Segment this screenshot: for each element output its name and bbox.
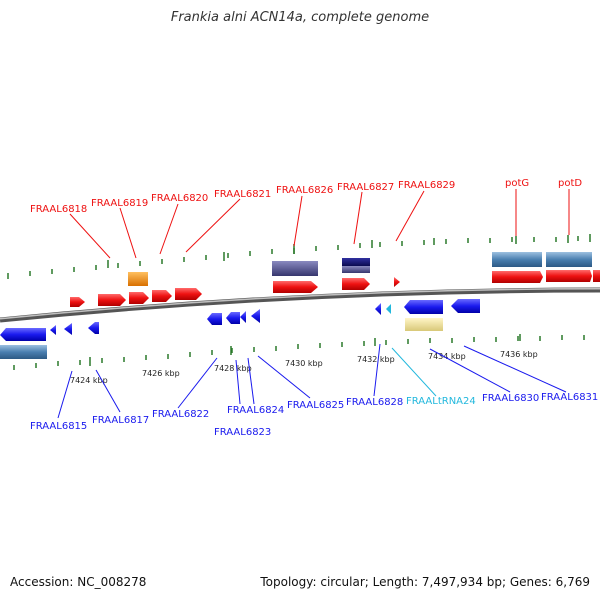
forward-genes [70, 270, 600, 307]
gene-arrow [546, 270, 592, 282]
gene-label[interactable]: FRAAL6829 [398, 180, 455, 191]
bottom-leader-lines [57, 343, 567, 419]
scale-label: 7432 kbp [357, 355, 395, 364]
gene-arrow [175, 288, 202, 300]
gene-label[interactable]: FRAAL6831 [541, 392, 598, 403]
gene-arrow [451, 299, 480, 313]
genome-backbone [0, 287, 600, 323]
feature-purple-small [342, 266, 370, 273]
topology-text: Topology: circular; Length: 7,497,934 bp… [260, 575, 590, 589]
reverse-genes [0, 299, 480, 341]
gene-label[interactable]: FRAAL6821 [214, 189, 271, 200]
scale-label: 7426 kbp [142, 369, 180, 378]
feature-navy [342, 258, 370, 266]
scale-label: 7424 kbp [70, 376, 108, 385]
gene-arrow [492, 271, 543, 283]
accession-text: Accession: NC_008278 [10, 575, 147, 589]
feature-steel [0, 345, 47, 359]
trna-leader-line [391, 347, 437, 397]
map-title: Frankia alni ACN14a, complete genome [170, 10, 430, 25]
feature-steel [546, 252, 592, 267]
gene-label[interactable]: FRAAL6820 [151, 193, 208, 204]
gene-arrow [98, 294, 126, 306]
gene-arrow [273, 281, 318, 293]
feature-purple [272, 261, 318, 276]
gene-arrow [152, 290, 172, 302]
trna-arrow [386, 304, 391, 314]
gene-label[interactable]: potG [505, 178, 529, 189]
feature-cream [405, 318, 443, 331]
scale-label: 7436 kbp [500, 350, 538, 359]
gene-arrow [0, 328, 46, 341]
gene-arrow [404, 300, 443, 314]
scale-label: 7428 kbp [214, 364, 252, 373]
gene-label[interactable]: FRAAL6817 [92, 415, 149, 426]
gene-label[interactable]: FRAAL6823 [214, 427, 271, 438]
gene-label[interactable]: FRAAL6828 [346, 397, 403, 408]
gene-arrow [50, 325, 56, 335]
gene-arrow [251, 309, 260, 323]
gene-label[interactable]: FRAAL6825 [287, 400, 344, 411]
gene-label[interactable]: FRAAL6830 [482, 393, 539, 404]
gene-label[interactable]: FRAAL6826 [276, 185, 333, 196]
gene-arrow [64, 323, 72, 335]
gene-label[interactable]: FRAAL6822 [152, 409, 209, 420]
gene-arrow [342, 278, 370, 290]
gene-label-trna[interactable]: FRAALtRNA24 [406, 396, 476, 407]
bottom-tick-track [13, 334, 585, 370]
gene-arrow [88, 322, 99, 334]
top-tick-track [7, 234, 591, 279]
scale-label: 7434 kbp [428, 352, 466, 361]
feature-steel [492, 252, 542, 267]
gene-arrow [129, 292, 149, 304]
feature-orange [128, 272, 148, 286]
gene-arrow [240, 311, 246, 323]
top-leader-lines [69, 189, 570, 259]
gene-arrow [207, 313, 222, 325]
gene-label[interactable]: FRAAL6818 [30, 204, 87, 215]
gene-label[interactable]: FRAAL6827 [337, 182, 394, 193]
gene-arrow [375, 303, 381, 315]
gene-arrow [593, 270, 600, 282]
gene-label[interactable]: FRAAL6824 [227, 405, 284, 416]
gene-arrow [394, 277, 400, 287]
gene-label[interactable]: potD [558, 178, 582, 189]
gene-arrow [226, 312, 240, 324]
gene-label[interactable]: FRAAL6819 [91, 198, 148, 209]
gene-label[interactable]: FRAAL6815 [30, 421, 87, 432]
scale-label: 7430 kbp [285, 359, 323, 368]
gene-arrow [70, 297, 85, 307]
